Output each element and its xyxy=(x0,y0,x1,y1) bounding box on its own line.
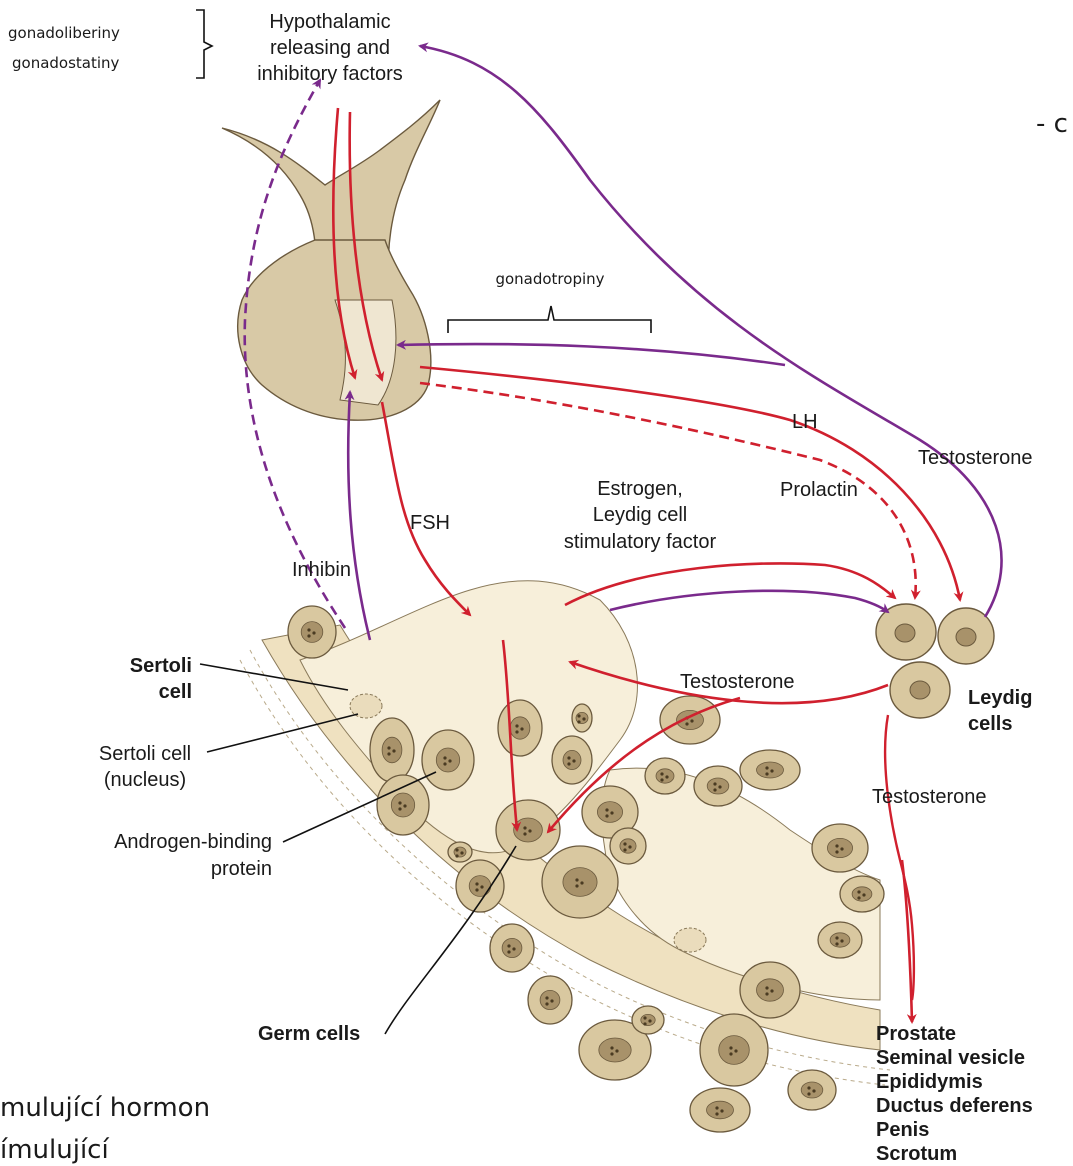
germ-cell xyxy=(694,766,742,806)
leydig-cells-line-2: cells xyxy=(968,712,1012,736)
arrow-testosterone-to-targets-head xyxy=(902,860,912,1022)
target-ductus-deferens: Ductus deferens xyxy=(876,1094,1033,1118)
germ-cell xyxy=(448,842,472,862)
sertoli-cell-line-1: Sertoli xyxy=(80,654,192,678)
sertoli-nucleus-2 xyxy=(674,928,706,952)
abp-line-2: protein xyxy=(60,857,272,881)
germ-cell xyxy=(740,962,800,1018)
germ-cell xyxy=(700,1014,768,1086)
germ-cell xyxy=(610,828,646,864)
germ-cell xyxy=(645,758,685,794)
testosterone-pituitary-label: Testosterone xyxy=(918,446,1033,470)
germ-cell xyxy=(812,824,868,872)
germ-cell xyxy=(660,696,720,744)
germ-cell xyxy=(788,1070,836,1110)
target-seminal-vesicle: Seminal vesicle xyxy=(876,1046,1033,1070)
arrow-fsh xyxy=(382,402,470,615)
germ-cell xyxy=(690,1088,750,1132)
germ-cell xyxy=(632,1006,664,1034)
germ-cell xyxy=(542,846,618,918)
germ-cell xyxy=(456,860,504,912)
hypothalamic-factors-line-2: releasing and xyxy=(220,36,440,60)
arrow-estrogen xyxy=(565,563,895,605)
target-penis: Penis xyxy=(876,1118,1033,1142)
bracket-hypothalamic-hormones xyxy=(196,10,212,78)
prolactin-label: Prolactin xyxy=(780,478,858,502)
target-scrotum: Scrotum xyxy=(876,1142,1033,1166)
testosterone-target-label: Testosterone xyxy=(872,785,987,809)
germ-cell xyxy=(490,924,534,972)
leydig-cells-line-1: Leydig xyxy=(968,686,1032,710)
arrow-inhibin xyxy=(348,392,370,640)
testosterone-sertoli-label: Testosterone xyxy=(680,670,795,694)
hypothalamic-factors-line-1: Hypothalamic xyxy=(220,10,440,34)
leydig-cell xyxy=(890,662,950,718)
bracket-gonadotropins xyxy=(448,306,651,333)
lh-label: LH xyxy=(792,410,818,434)
abp-line-1: Androgen-binding xyxy=(60,830,272,854)
germ-cell xyxy=(740,750,800,790)
estrogen-line-1: Estrogen, xyxy=(540,477,740,501)
inhibin-label: Inhibin xyxy=(292,558,351,582)
germ-cell xyxy=(552,736,592,784)
target-epididymis: Epididymis xyxy=(876,1070,1033,1094)
pituitary-gland xyxy=(222,100,440,420)
estrogen-line-3: stimulatory factor xyxy=(540,530,740,554)
slide-text-fragment-bottom-1: mulující hormon xyxy=(0,1092,210,1124)
germ-cell xyxy=(572,704,592,732)
germ-cell xyxy=(422,730,474,790)
sertoli-nucleus-line-1: Sertoli cell xyxy=(80,742,210,766)
leydig-cell xyxy=(876,604,936,660)
gonadotropiny-label: gonadotropiny xyxy=(470,268,630,290)
germ-cell xyxy=(818,922,862,958)
arrow-testosterone-to-pituitary xyxy=(398,344,785,365)
hypothalamic-factors-line-3: inhibitory factors xyxy=(220,62,440,86)
germ-cell xyxy=(840,876,884,912)
seminiferous-tubule xyxy=(240,581,890,1132)
germ-cell xyxy=(370,718,414,782)
target-organ-list: Prostate Seminal vesicle Epididymis Duct… xyxy=(876,1022,1033,1166)
gonadostatiny-label: gonadostatiny xyxy=(12,52,119,74)
germ-cell xyxy=(288,606,336,658)
gonadoliberiny-label: gonadoliberiny xyxy=(8,22,120,44)
sertoli-nucleus-line-2: (nucleus) xyxy=(80,768,210,792)
germ-cells-label: Germ cells xyxy=(258,1022,360,1046)
target-prostate: Prostate xyxy=(876,1022,1033,1046)
arrow-leydig-stimulatory xyxy=(610,591,888,612)
slide-text-fragment-top: - c xyxy=(1036,108,1068,140)
estrogen-line-2: Leydig cell xyxy=(540,503,740,527)
germ-cell xyxy=(528,976,572,1024)
sertoli-cell-line-2: cell xyxy=(80,680,192,704)
slide-text-fragment-bottom-2: ímulující xyxy=(0,1134,109,1166)
germ-cell xyxy=(377,775,429,835)
germ-cell xyxy=(498,700,542,756)
fsh-label: FSH xyxy=(410,511,450,535)
